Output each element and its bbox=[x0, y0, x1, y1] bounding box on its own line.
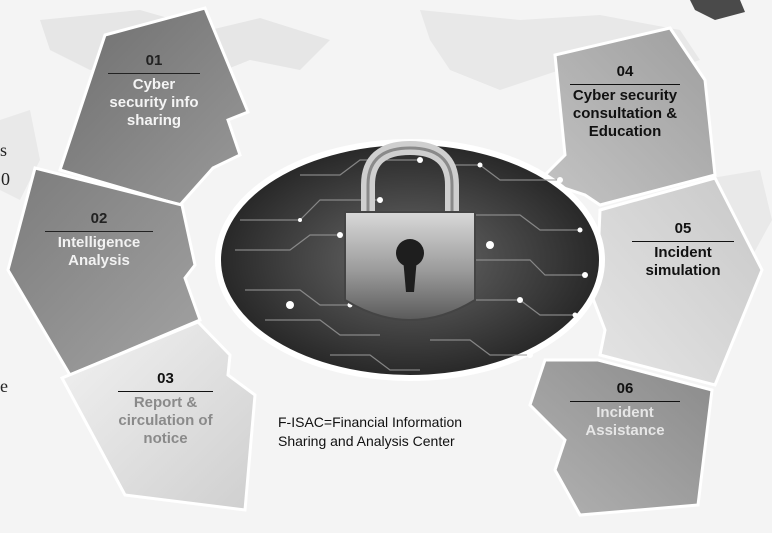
segment-06-shape bbox=[528, 358, 714, 517]
segment-01-number: 01 bbox=[108, 52, 200, 74]
segment-03-label: Report & circulation of notice bbox=[118, 394, 213, 447]
padlock-icon bbox=[344, 140, 476, 321]
edge-text-2: 0 bbox=[1, 169, 10, 189]
segment-03: 03 Report & circulation of notice bbox=[118, 370, 213, 448]
segment-05-shape bbox=[580, 176, 764, 387]
segment-01-shape bbox=[58, 6, 250, 207]
segment-01-label: Cyber security info sharing bbox=[109, 76, 199, 129]
segment-01: 01 Cyber security info sharing bbox=[108, 52, 200, 130]
segment-04-shape bbox=[537, 26, 717, 207]
segment-02-number: 02 bbox=[45, 210, 153, 232]
segment-02: 02 Intelligence Analysis bbox=[45, 210, 153, 270]
edge-text-1: s bbox=[0, 140, 8, 160]
edge-text-3: e bbox=[0, 376, 8, 396]
segment-04: 04 Cyber security consultation & Educati… bbox=[570, 63, 680, 141]
segment-03-shape bbox=[59, 320, 257, 512]
segment-04-label: Cyber security consultation & Education bbox=[572, 87, 678, 140]
segment-06: 06 Incident Assistance bbox=[570, 380, 680, 440]
segment-02-shape bbox=[6, 166, 202, 377]
segment-02-label: Intelligence Analysis bbox=[57, 234, 141, 269]
segment-04-number: 04 bbox=[570, 63, 680, 85]
segment-05-number: 05 bbox=[632, 220, 734, 242]
segment-06-label: Incident Assistance bbox=[585, 404, 665, 439]
segment-03-number: 03 bbox=[118, 370, 213, 392]
f-isac-caption: F-ISAC=Financial Information Sharing and… bbox=[278, 414, 463, 449]
segment-05: 05 Incident simulation bbox=[632, 220, 734, 280]
segment-06-number: 06 bbox=[570, 380, 680, 402]
segment-05-label: Incident simulation bbox=[645, 244, 721, 279]
